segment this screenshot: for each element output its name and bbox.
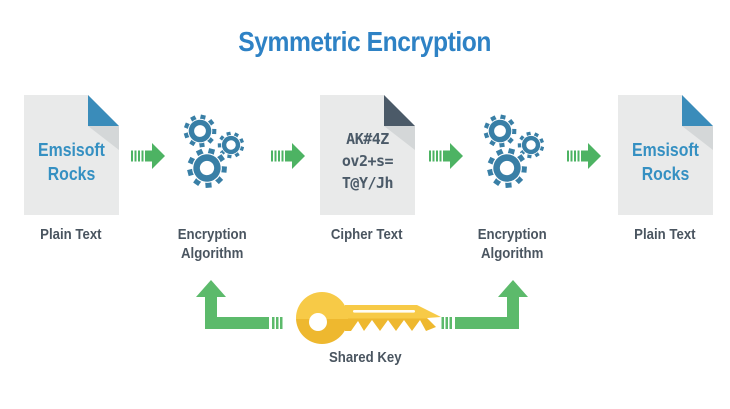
plain-doc-right-text: Emsisoft Rocks — [632, 139, 699, 184]
encryption-gears-right-icon — [479, 110, 544, 191]
encryption-gears-left-icon — [179, 110, 244, 191]
key-arrow-right-icon — [441, 280, 528, 329]
arrow-right-icon-3 — [429, 143, 463, 169]
key-arrow-left-icon — [196, 280, 283, 329]
plain-doc-left-text: Emsisoft Rocks — [38, 139, 105, 184]
arrow-right-icon-4 — [567, 143, 601, 169]
plain-text-label-right: Plain Text — [634, 226, 696, 243]
shared-key-label: Shared Key — [328, 349, 402, 366]
arrow-right-icon-1 — [131, 143, 165, 169]
plain-text-document-left: Emsisoft Rocks — [24, 95, 119, 215]
document-icon — [618, 95, 713, 215]
cipher-text-document: AK#4Z ov2+s= T@Y/Jh — [320, 95, 415, 215]
cipher-text-label: Cipher Text — [331, 226, 403, 243]
arrow-right-icon-2 — [271, 143, 305, 169]
cipher-doc-text: AK#4Z ov2+s= T@Y/Jh — [341, 130, 394, 192]
document-icon — [320, 95, 415, 215]
page-title: Symmetric Encryption — [238, 26, 492, 57]
plain-text-document-right: Emsisoft Rocks — [618, 95, 713, 215]
document-icon — [24, 95, 119, 215]
plain-text-label-left: Plain Text — [40, 226, 102, 243]
shared-key-icon — [296, 292, 441, 344]
